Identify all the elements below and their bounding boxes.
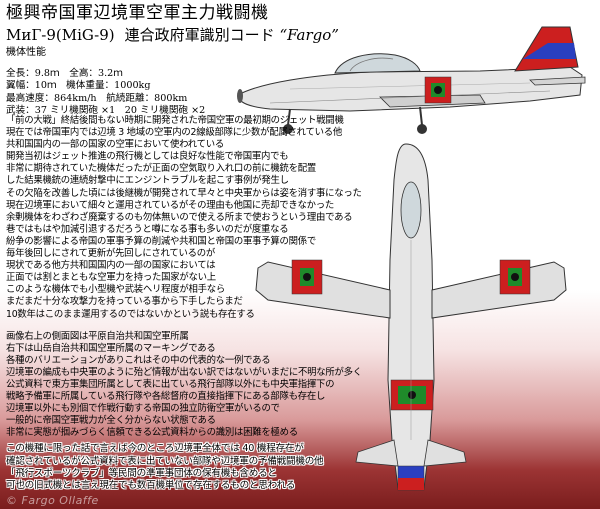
text-line: 毎年後回しにされて更新が先回しにされているのが [6, 248, 215, 260]
text-line: 辺境軍以外にも別個で作戦行動する帝国の独立防衛空軍がいるので [6, 403, 280, 415]
text-line: 余剰機体をわざわざ廃棄するのも勿体無いので使える所まで使おうという理由である [6, 211, 353, 223]
watermark: © Fargo Ollaffe [6, 494, 99, 507]
text-line: 10数年はこのまま運用するのではないかという説も存在する [6, 308, 255, 320]
text-line: 開発当初はジェット推進の飛行機としては良好な性能で帝国軍内でも [6, 151, 289, 163]
text-line: 「飛行スポーツクラブ」等民間の準軍事団体の保有機も含めると [6, 467, 277, 479]
spec-line: 武装：37 ミリ機関砲 ×1 20 ミリ機関砲 ×2 [6, 104, 206, 116]
spec-line: 最高速度：864km/h 航続距離：800km [6, 92, 188, 104]
text-line: 共和国国内の一部の国家の空軍において使われている [6, 139, 224, 151]
text-line: 非常に期待されていた機体だったが正面の空気取り入れ口の前に機銃を配置 [6, 163, 316, 175]
text-line: 非常に実態が掴みづらく信頼できる公式資料からの識別は困難を極める [6, 427, 298, 439]
text-line: その欠陥を改善した頃には後継機が開発されて早々と中央軍からは姿を消す事になった [6, 187, 362, 199]
text-line: この機種に限った話で言えば今のところ辺境軍全体では 40 機程存在が [6, 443, 304, 455]
text-line: 「前の大戦」終結後間もない時期に開発された帝国空軍の最初期のジェット戦闘機 [6, 115, 344, 126]
text-line: 各種のバリエーションがありこれはその中の代表的な一例である [6, 354, 271, 366]
text-line: 現在では帝国軍内では辺境 3 地域の空軍内の2線級部隊に少数が配属されている他 [6, 127, 342, 139]
text-line: 可也の旧式機とは言え現在でも数百機単位で存在するものと思われる [6, 480, 296, 492]
page-title: 極興帝国軍辺境軍空軍主力戦闘機 [6, 3, 269, 23]
text-line: 巷ではもはや加減引退するだろうと噂になる事も多いのだが度重なる [6, 223, 289, 235]
text-line: 戦略予備軍に所属している飛行隊や各総督府の直接指揮下にある部隊も存在し [6, 391, 326, 403]
history-paragraph: 「前の大戦」終結後間もない時期に開発された帝国空軍の最初期のジェット戦闘機 現在… [6, 115, 388, 321]
specs-list: 全長：9.8ｍ 全高：3.2ｍ 翼幅：10ｍ 機体重量：1000kg 最高速度：… [6, 68, 205, 117]
markings-paragraph: 画像右上の側面図は平原自治共和国空軍所属 右下は山岳自治共和国空軍所属のマーキン… [6, 331, 388, 440]
spec-line: 全長：9.8ｍ 全高：3.2ｍ [6, 68, 123, 79]
text-line: 一般的に帝国空軍戦力が全く分からない状態である [6, 415, 216, 427]
text-line: した結果機銃の連続射撃中にエンジントラブルを起こす事例が発生し [6, 175, 289, 187]
text-line: このような機体でも小型機や武装ヘリ程度が相手なら [6, 284, 226, 296]
description-text: 「前の大戦」終結後間もない時期に開発された帝国空軍の最初期のジェット戦闘機 現在… [6, 115, 388, 492]
text-line: 右下は山岳自治共和国空軍所属のマーキングである [6, 342, 216, 354]
side-view-aircraft [237, 26, 586, 134]
text-line: 正面では割とまともな空軍力を持った国家がない上 [6, 272, 216, 284]
text-line: 現状である他方共和国国内の一部の国家においては [6, 260, 216, 272]
text-line: 公式資料で東方軍集団所属として表に出ている飛行部隊以外にも中央軍指揮下の [6, 378, 335, 390]
text-line: 現在辺境軍において細々と運用されているがその理由も他国に売却できなかった [6, 199, 334, 211]
aircraft-designation-line: МиГ-9(MiG-9) 連合政府軍識別コード “Fargo” [6, 26, 339, 44]
nato-codename: “Fargo” [279, 26, 339, 44]
identification-code-label: 連合政府軍識別コード [124, 26, 275, 44]
numbers-paragraph: この機種に限った話で言えば今のところ辺境軍全体では 40 機程存在が 確認されて… [6, 443, 388, 492]
spec-line: 翼幅：10ｍ 機体重量：1000kg [6, 80, 151, 92]
text-line: 辺境軍の編成も中央軍のように殆ど情報が出ない訳ではないがいまだに不明な所が多く [6, 366, 362, 378]
specs-heading: 機体性能 [6, 47, 46, 58]
text-line: まだまだ十分な攻撃力を持っている事から下手したらまだ [6, 296, 243, 308]
text-line: 紛争の影響による帝国の軍事予算の削減や共和国と帝国の軍事予算の関係で [6, 235, 316, 247]
text-line: 確認されているが公式資料で表に出ていない部隊や辺境軍の予備戦闘機の他 [6, 455, 324, 467]
text-line: 画像右上の側面図は平原自治共和国空軍所属 [6, 330, 189, 342]
aircraft-designation: МиГ-9(MiG-9) [6, 26, 115, 44]
top-view-aircraft [255, 143, 567, 491]
